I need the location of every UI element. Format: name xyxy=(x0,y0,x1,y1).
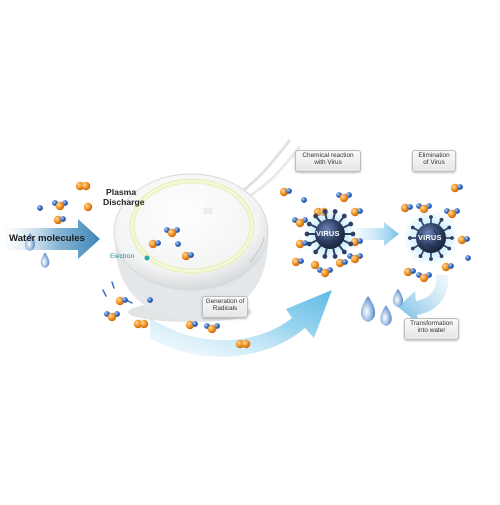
molecule xyxy=(310,260,320,270)
molecule xyxy=(457,235,470,245)
molecule xyxy=(235,339,251,349)
molecule-layer xyxy=(37,181,471,349)
callout-generation-line2: Radicals xyxy=(212,305,238,313)
virus-right xyxy=(403,210,459,266)
water-drop xyxy=(360,296,376,322)
molecule xyxy=(441,262,454,272)
virus-right-label: VIRUS xyxy=(418,233,442,242)
virus-center xyxy=(304,208,356,260)
molecule xyxy=(292,217,308,228)
callout-chemical-reaction-line1: Chemical reaction xyxy=(302,152,354,159)
plasma-discharge-label: Plasma Discharge xyxy=(103,187,145,207)
molecule xyxy=(450,183,463,193)
callout-chemical-reaction: Chemical reaction with Virus xyxy=(295,150,361,172)
molecule xyxy=(164,227,180,238)
molecule xyxy=(147,297,153,303)
molecule xyxy=(350,207,363,217)
water-molecules-label: Water molecules xyxy=(9,233,85,244)
callout-generation-line1: Generation of xyxy=(205,298,245,305)
plasma-device: 88 xyxy=(113,173,269,322)
molecule xyxy=(37,205,43,211)
callout-chemical-reaction-line2: with Virus xyxy=(314,159,342,167)
water-drop xyxy=(380,305,392,326)
molecule xyxy=(279,187,292,197)
callout-transformation: Transformation into water xyxy=(404,318,459,340)
callout-generation: Generation of Radicals xyxy=(202,296,248,318)
callout-transformation-line1: Transformation xyxy=(410,320,453,327)
electron-dot xyxy=(144,255,150,261)
virus-center-label: VIRUS xyxy=(316,229,340,238)
device-cord-2 xyxy=(245,145,302,200)
electron-label: Electron xyxy=(110,253,135,260)
molecule xyxy=(301,197,307,203)
molecule xyxy=(291,257,304,267)
molecule xyxy=(416,272,432,283)
plasma-discharge-line2: Discharge xyxy=(103,197,145,207)
svg-text:88: 88 xyxy=(203,206,213,216)
water-drop xyxy=(393,288,403,307)
water-drop xyxy=(40,252,50,268)
molecule xyxy=(104,311,120,322)
molecule xyxy=(317,267,333,278)
molecule xyxy=(133,319,149,329)
molecule xyxy=(185,320,198,330)
flow-arrow-virus xyxy=(356,222,399,246)
callout-elimination-line2: of Virus xyxy=(423,159,445,167)
molecule xyxy=(52,200,68,211)
molecule xyxy=(465,255,471,261)
molecule xyxy=(181,251,194,261)
molecule xyxy=(75,181,91,191)
flow-arrow-main xyxy=(150,290,332,357)
plasma-discharge-line1: Plasma xyxy=(106,187,137,197)
molecule xyxy=(175,241,181,247)
molecule xyxy=(115,296,128,306)
molecule xyxy=(83,202,93,212)
molecule xyxy=(148,239,161,249)
molecule xyxy=(347,253,363,264)
molecule xyxy=(53,215,66,225)
callout-elimination: Elimination of Virus xyxy=(412,150,456,172)
water-drops xyxy=(25,232,403,326)
flow-arrow-water-return xyxy=(398,275,449,324)
molecule xyxy=(336,192,352,203)
molecule xyxy=(204,323,220,334)
callout-transformation-line2: into water xyxy=(417,327,446,335)
molecule xyxy=(400,203,413,213)
molecule xyxy=(444,208,460,219)
molecule xyxy=(403,267,416,277)
callout-elimination-line1: Elimination xyxy=(418,152,450,159)
molecule xyxy=(335,258,348,268)
water-drop xyxy=(25,232,35,251)
